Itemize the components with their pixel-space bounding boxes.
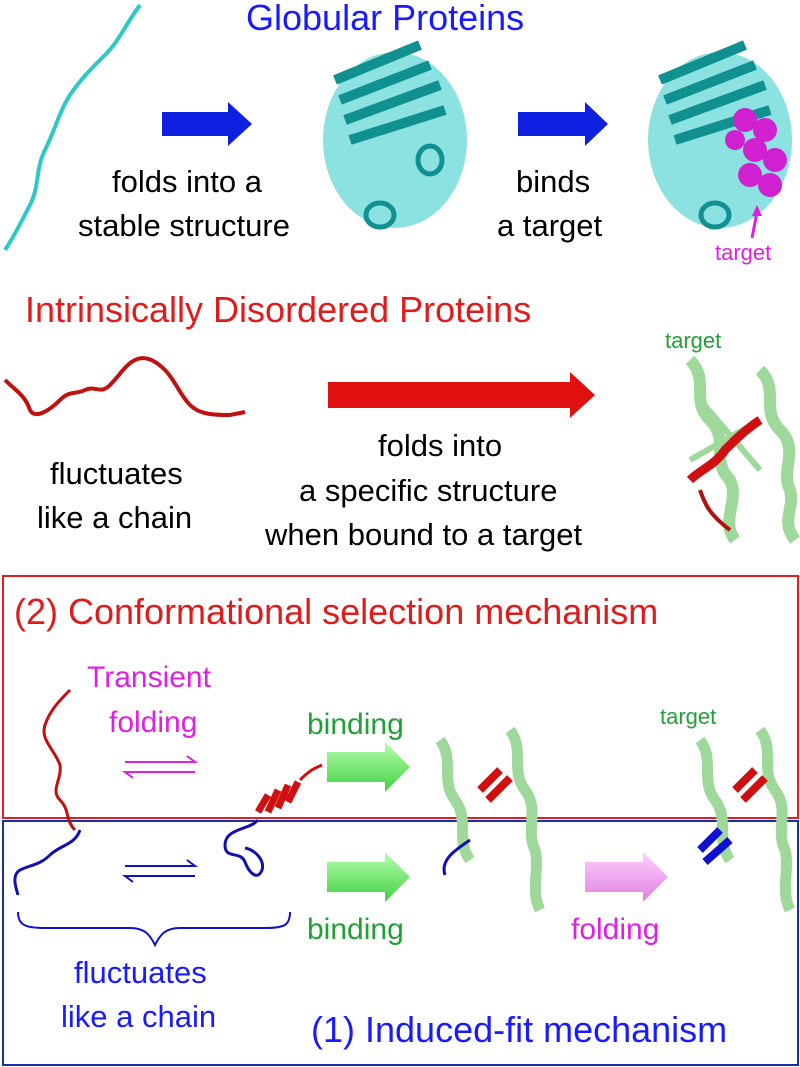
idp-fold-arrow-icon — [328, 372, 595, 418]
unfolded-chain-icon — [3, 3, 142, 252]
if-chain-line1: fluctuates — [74, 955, 207, 990]
idp-chain-icon — [3, 356, 246, 418]
globular-protein-icon — [323, 40, 467, 230]
fold-step-line1: folds into a — [112, 164, 262, 199]
induced-fit-title: (1) Induced-fit mechanism — [311, 1009, 728, 1050]
conformational-selection-box — [2, 575, 799, 819]
transient-line1: Transient — [87, 661, 211, 694]
if-blue-chain-icon — [13, 829, 82, 896]
conformational-title: (2) Conformational selection mechanism — [14, 591, 659, 632]
idp-fold-line1: folds into — [378, 428, 503, 463]
fold-arrow-icon — [162, 102, 252, 146]
globular-protein-bound-icon — [648, 40, 792, 239]
cs-binding-arrow-icon — [327, 742, 410, 792]
chain-brace-icon — [17, 911, 291, 948]
idp-complex-icon — [685, 355, 800, 544]
idp-title: Intrinsically Disordered Proteins — [25, 289, 532, 330]
transient-line2: folding — [109, 706, 198, 739]
cs-helix-icon — [254, 763, 323, 814]
if-binding-arrow-icon — [327, 852, 410, 902]
idp-target-label: target — [665, 328, 722, 353]
if-equilibrium-icon — [122, 859, 198, 883]
target-ligand-icon — [725, 108, 787, 197]
globular-target-label: target — [715, 240, 772, 265]
globular-title: Globular Proteins — [246, 0, 525, 38]
idp-fold-line3: when bound to a target — [265, 517, 583, 552]
fold-step-line2: stable structure — [78, 208, 290, 243]
if-blue-coil-icon — [223, 818, 265, 877]
cs-complex-icon — [435, 726, 546, 913]
bind-step-line2: a target — [497, 208, 603, 243]
cs-red-chain-icon — [42, 688, 77, 832]
bind-arrow-icon — [518, 102, 608, 146]
cs-binding-label: binding — [307, 708, 404, 741]
induced-fit-box — [2, 820, 799, 1066]
if-chain-line2: like a chain — [61, 999, 217, 1034]
bind-step-line1: binds — [516, 164, 591, 199]
if-binding-label: binding — [307, 913, 404, 946]
idp-chain-line2: like a chain — [37, 500, 193, 535]
target-pointer-icon — [750, 211, 759, 239]
final-complex-icon — [695, 726, 796, 913]
if-folding-arrow-icon — [585, 852, 668, 902]
if-folding-label: folding — [571, 913, 660, 946]
idp-fold-line2: a specific structure — [299, 473, 558, 508]
idp-chain-line1: fluctuates — [50, 456, 183, 491]
transient-equilibrium-icon — [122, 755, 198, 779]
cs-target-label: target — [660, 704, 717, 729]
